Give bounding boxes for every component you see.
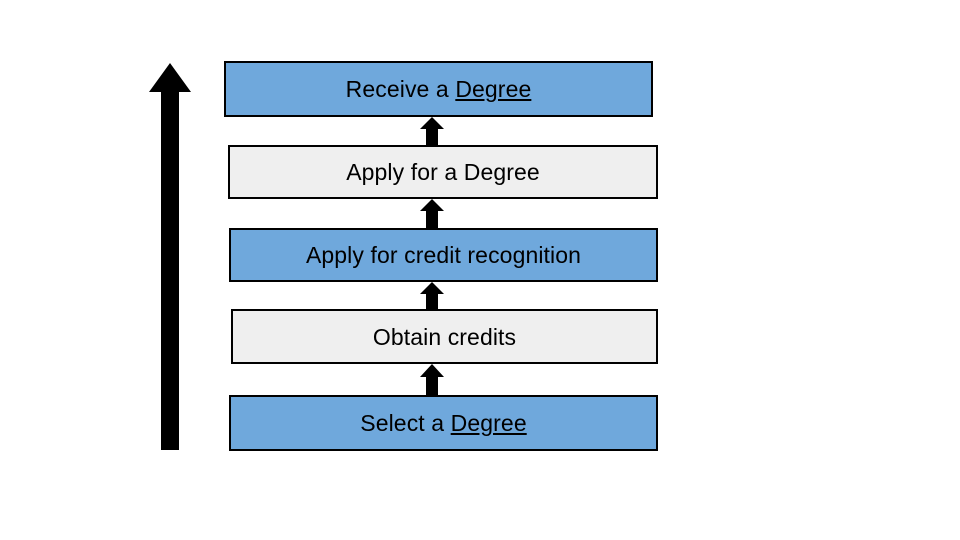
large-up-arrow-icon bbox=[148, 61, 192, 451]
step-label-text-underlined: Degree bbox=[450, 410, 527, 436]
step-label-text-prefix: Apply for a Degree bbox=[346, 159, 540, 185]
step-label-text-underlined: Degree bbox=[455, 76, 532, 102]
step-box-select-a-degree[interactable]: Select a Degree bbox=[229, 395, 658, 451]
step-label-text-prefix: Apply for credit recognition bbox=[305, 242, 582, 268]
step-label-text-prefix: Select a bbox=[360, 410, 451, 436]
step-label-apply-for-credit-recognition: Apply for credit recognition bbox=[306, 242, 581, 268]
step-label-select-a-degree: Select a Degree bbox=[360, 410, 526, 436]
step-label-text-prefix: Obtain credits bbox=[372, 323, 517, 350]
step-label-apply-for-a-degree: Apply for a Degree bbox=[346, 159, 540, 185]
step-box-apply-for-a-degree[interactable]: Apply for a Degree bbox=[228, 145, 658, 199]
connector-arrow-obtain-to-credit bbox=[419, 281, 445, 310]
step-box-receive-a-degree[interactable]: Receive a Degree bbox=[224, 61, 653, 117]
connector-arrow-select-to-obtain bbox=[419, 363, 445, 396]
step-box-obtain-credits[interactable]: Obtain credits bbox=[231, 309, 658, 364]
step-label-obtain-credits: Obtain credits bbox=[373, 324, 516, 350]
step-box-apply-for-credit-recognition[interactable]: Apply for credit recognition bbox=[229, 228, 658, 282]
step-label-text-prefix: Receive a bbox=[345, 76, 456, 102]
step-label-receive-a-degree: Receive a Degree bbox=[346, 76, 532, 102]
connector-arrow-credit-to-apply bbox=[419, 198, 445, 229]
connector-arrow-apply-to-receive bbox=[419, 116, 445, 146]
